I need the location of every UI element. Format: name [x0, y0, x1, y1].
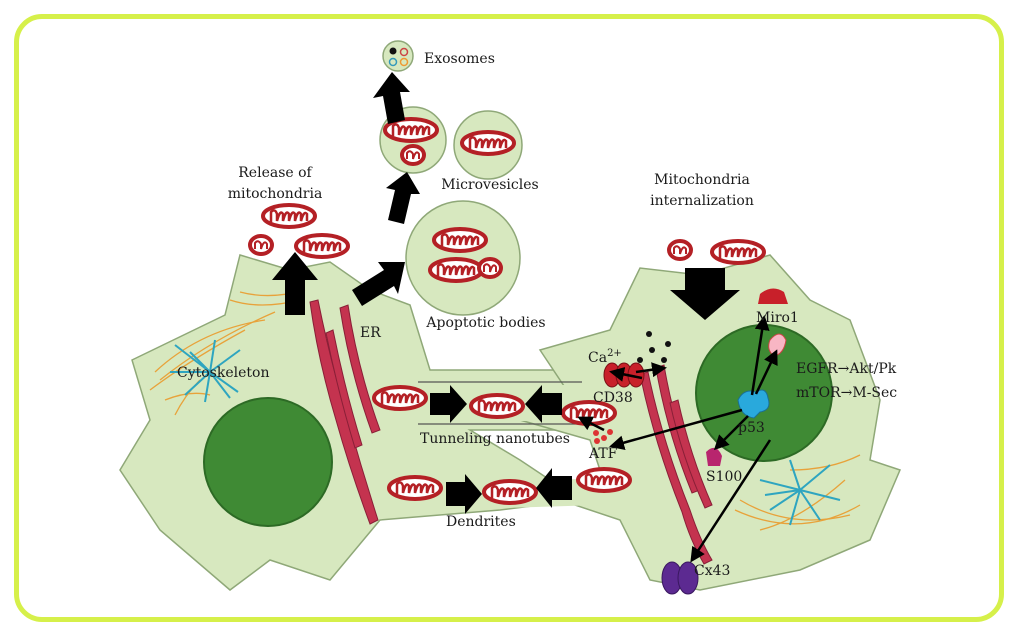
- label-cd38: CD38: [593, 390, 633, 406]
- left-cytoskeleton: [170, 339, 241, 403]
- label-tunneling-nanotubes: Tunneling nanotubes: [420, 431, 570, 447]
- label-microvesicles: Microvesicles: [441, 177, 538, 193]
- exosome-cargo: [399, 57, 409, 67]
- label-cytoskeleton: Cytoskeleton: [177, 365, 269, 381]
- mitochondrion: [710, 239, 766, 265]
- mitochondrion: [261, 203, 317, 229]
- arrow-release: [272, 252, 318, 315]
- label-apoptotic-bodies: Apoptotic bodies: [425, 315, 545, 331]
- arrow-nanotube-left: [525, 385, 562, 423]
- mitochondrion: [460, 130, 516, 156]
- mitochondrion: [428, 257, 484, 283]
- exosome-cargo: [389, 47, 397, 55]
- arrow-dendrite-left: [536, 468, 572, 508]
- block-arrows: [272, 72, 740, 514]
- mitochondrion: [248, 234, 274, 256]
- mitochondrion: [432, 227, 488, 253]
- mitochondrion: [667, 239, 693, 261]
- label-s100: S100: [706, 469, 742, 485]
- exosome-cargo: [399, 47, 409, 57]
- arrow-to-microvesicles: [386, 172, 420, 224]
- left-nucleus: [203, 397, 333, 527]
- label-internalization-line2: internalization: [650, 193, 754, 209]
- mitochondrion: [477, 257, 503, 279]
- atf-dots: [593, 429, 613, 444]
- label-mtor-pathway: mTOR→M-Sec: [796, 385, 897, 401]
- label-calcium: Ca2+: [588, 348, 622, 366]
- label-miro1: Miro1: [756, 310, 799, 326]
- cx43-channel: [661, 561, 699, 595]
- mitochondrion: [400, 144, 426, 166]
- mitochondrion: [576, 467, 632, 493]
- label-internalization-line1: Mitochondria: [654, 172, 750, 188]
- miro1-protein: [758, 288, 788, 304]
- arrow-internalization: [670, 268, 740, 320]
- mitochondrion: [482, 479, 538, 505]
- figure-border: [14, 14, 1004, 622]
- label-exosomes: Exosomes: [424, 51, 495, 67]
- label-p53: p53: [738, 420, 765, 436]
- label-egfr-pathway: EGFR→Akt/Pk: [796, 361, 897, 377]
- signal-arrows: [577, 315, 778, 563]
- label-dendrites: Dendrites: [446, 514, 516, 530]
- exosome-cargo: [388, 57, 398, 67]
- mitochondrion: [294, 233, 350, 259]
- left-er: [309, 299, 381, 525]
- arrow-to-exosomes: [373, 72, 410, 124]
- mitochondrion: [387, 475, 443, 501]
- mitochondrion: [372, 385, 428, 411]
- label-atf: ATF: [588, 446, 618, 462]
- arrow-dendrite-right: [446, 474, 482, 514]
- arrow-nanotube-right: [430, 385, 467, 423]
- arrow-to-apoptotic-bodies: [352, 262, 405, 306]
- label-release-line2: mitochondria: [228, 186, 323, 202]
- mitochondrion: [469, 393, 525, 419]
- calcium-ions: [637, 331, 671, 363]
- label-release-line1: Release of: [238, 165, 313, 181]
- label-cx43: Cx43: [694, 563, 730, 579]
- right-cytoskeleton: [759, 459, 841, 526]
- label-er: ER: [360, 325, 381, 341]
- exosome-vesicle: [382, 40, 414, 72]
- s100-protein: [706, 447, 722, 466]
